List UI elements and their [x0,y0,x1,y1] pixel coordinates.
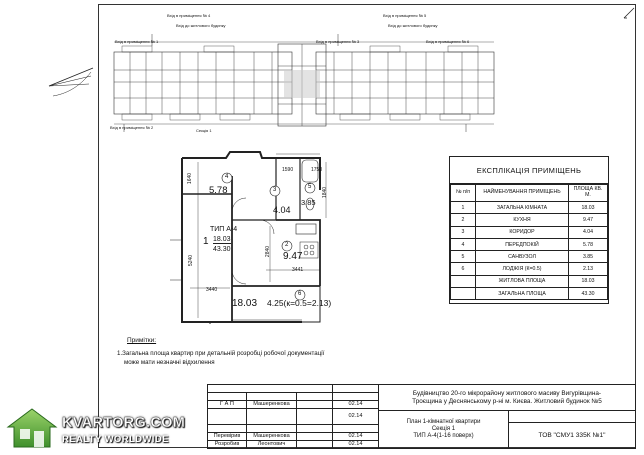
developed-name: Леонтович [247,441,297,449]
room-6-area: 4.25(к=0.5=2.13) [267,298,332,308]
room-2-number: 2 [285,242,289,248]
room-5-area: 3.85 [301,198,316,207]
dim-1590: 1590 [282,167,294,173]
section-label: Секція 1 [196,128,212,133]
gap-label: Г А П [207,401,247,409]
entrance-label-4: Вхід в приміщення № 4 [167,13,211,18]
room-4-area: 5.78 [209,185,228,196]
gap-date: 02.14 [333,401,379,409]
header-name: НАЙМЕНУВАННЯ ПРИМІЩЕНЬ [475,184,569,202]
north-arrow-icon [48,67,94,97]
corner-arrow-icon [623,7,635,19]
dim-1840: 1840 [322,186,329,199]
room-6-number: 6 [298,291,302,297]
sheet-title: План 1-кімнатної квартири Секція 1 ТИП А… [379,411,509,449]
room-1-area: 18.03 [232,298,258,309]
apartment-type-number: 1 [203,236,209,247]
entrance-label-3: Вхід в приміщення № 3 [316,39,360,44]
explication-table: ЕКСПЛІКАЦІЯ ПРИМІЩЕНЬ № п/п НАЙМЕНУВАННЯ… [449,156,609,304]
apartment-type-label: ТИП А-4 [210,226,238,233]
room-4-number: 4 [225,174,229,180]
explication-title: ЕКСПЛІКАЦІЯ ПРИМІЩЕНЬ [450,157,608,184]
gap-name: Машеренкова [247,401,297,409]
room-5-number: 5 [308,184,312,190]
house-logo-icon [6,408,58,448]
apartment-plan [170,151,327,324]
dim-2840: 2840 [265,245,272,258]
dim-1750: 1750 [311,167,323,173]
entrance-label-1: Вхід в приміщення № 1 [115,39,159,44]
entrance-label-2: Вхід в приміщення № 2 [110,125,154,130]
dim-3441: 3441 [292,267,304,273]
notes-title: Примітки: [127,337,157,344]
note-line-2: може мати незначні відхилення [124,359,215,366]
top-note-1: Вхід до житлового будинку [176,23,226,28]
title-block: Г А П Машеренкова 02.14 02.14 Перевірив … [207,384,636,449]
watermark-subtitle: REALTY WORLDWIDE [62,434,169,445]
company-name: ТОВ "СМУ1 335К №1" [509,423,636,449]
checked-name: Машеренкова [247,433,297,441]
apartment-total-area: 43.30 [213,246,231,253]
header-num: № п/п [450,184,476,202]
entrance-label-6: Вхід в приміщення № 6 [426,39,470,44]
room-2-area: 9.47 [283,251,303,262]
blank-date: 02.14 [333,409,379,425]
checked-date: 02.14 [333,433,379,441]
sheet-title-2: Секція 1 [431,426,456,433]
dim-3440: 3440 [206,287,218,293]
watermark-brand: KVARTORG.COM [62,415,186,431]
developed-label: Розробив [207,441,247,449]
developed-date: 02.14 [333,441,379,449]
header-area: ПЛОЩА КВ. М. [568,184,608,202]
project-title: Будівництво 20-го мікрорайону житлового … [379,385,636,411]
watermark: KVARTORG.COM REALTY WORLDWIDE [6,403,196,451]
building-floor-plan [113,34,495,132]
room-3-number: 3 [273,187,277,193]
entrance-label-5: Вхід в приміщення № 5 [383,13,427,18]
sheet-title-3: ТИП А-4(1-16 поверх) [413,432,474,439]
top-note-2: Вхід до житлового будинку [388,23,438,28]
dim-1640: 1640 [187,172,194,185]
checked-label: Перевірив [207,433,247,441]
apartment-living-area: 18.03 [213,236,231,244]
room-3-area: 4.04 [273,205,291,215]
drawing-frame [98,4,636,448]
dim-5240: 5240 [188,254,195,267]
sheet-title-1: План 1-кімнатної квартири [406,419,481,426]
note-line-1: 1.Загальна площа квартир при детальній р… [117,350,325,357]
